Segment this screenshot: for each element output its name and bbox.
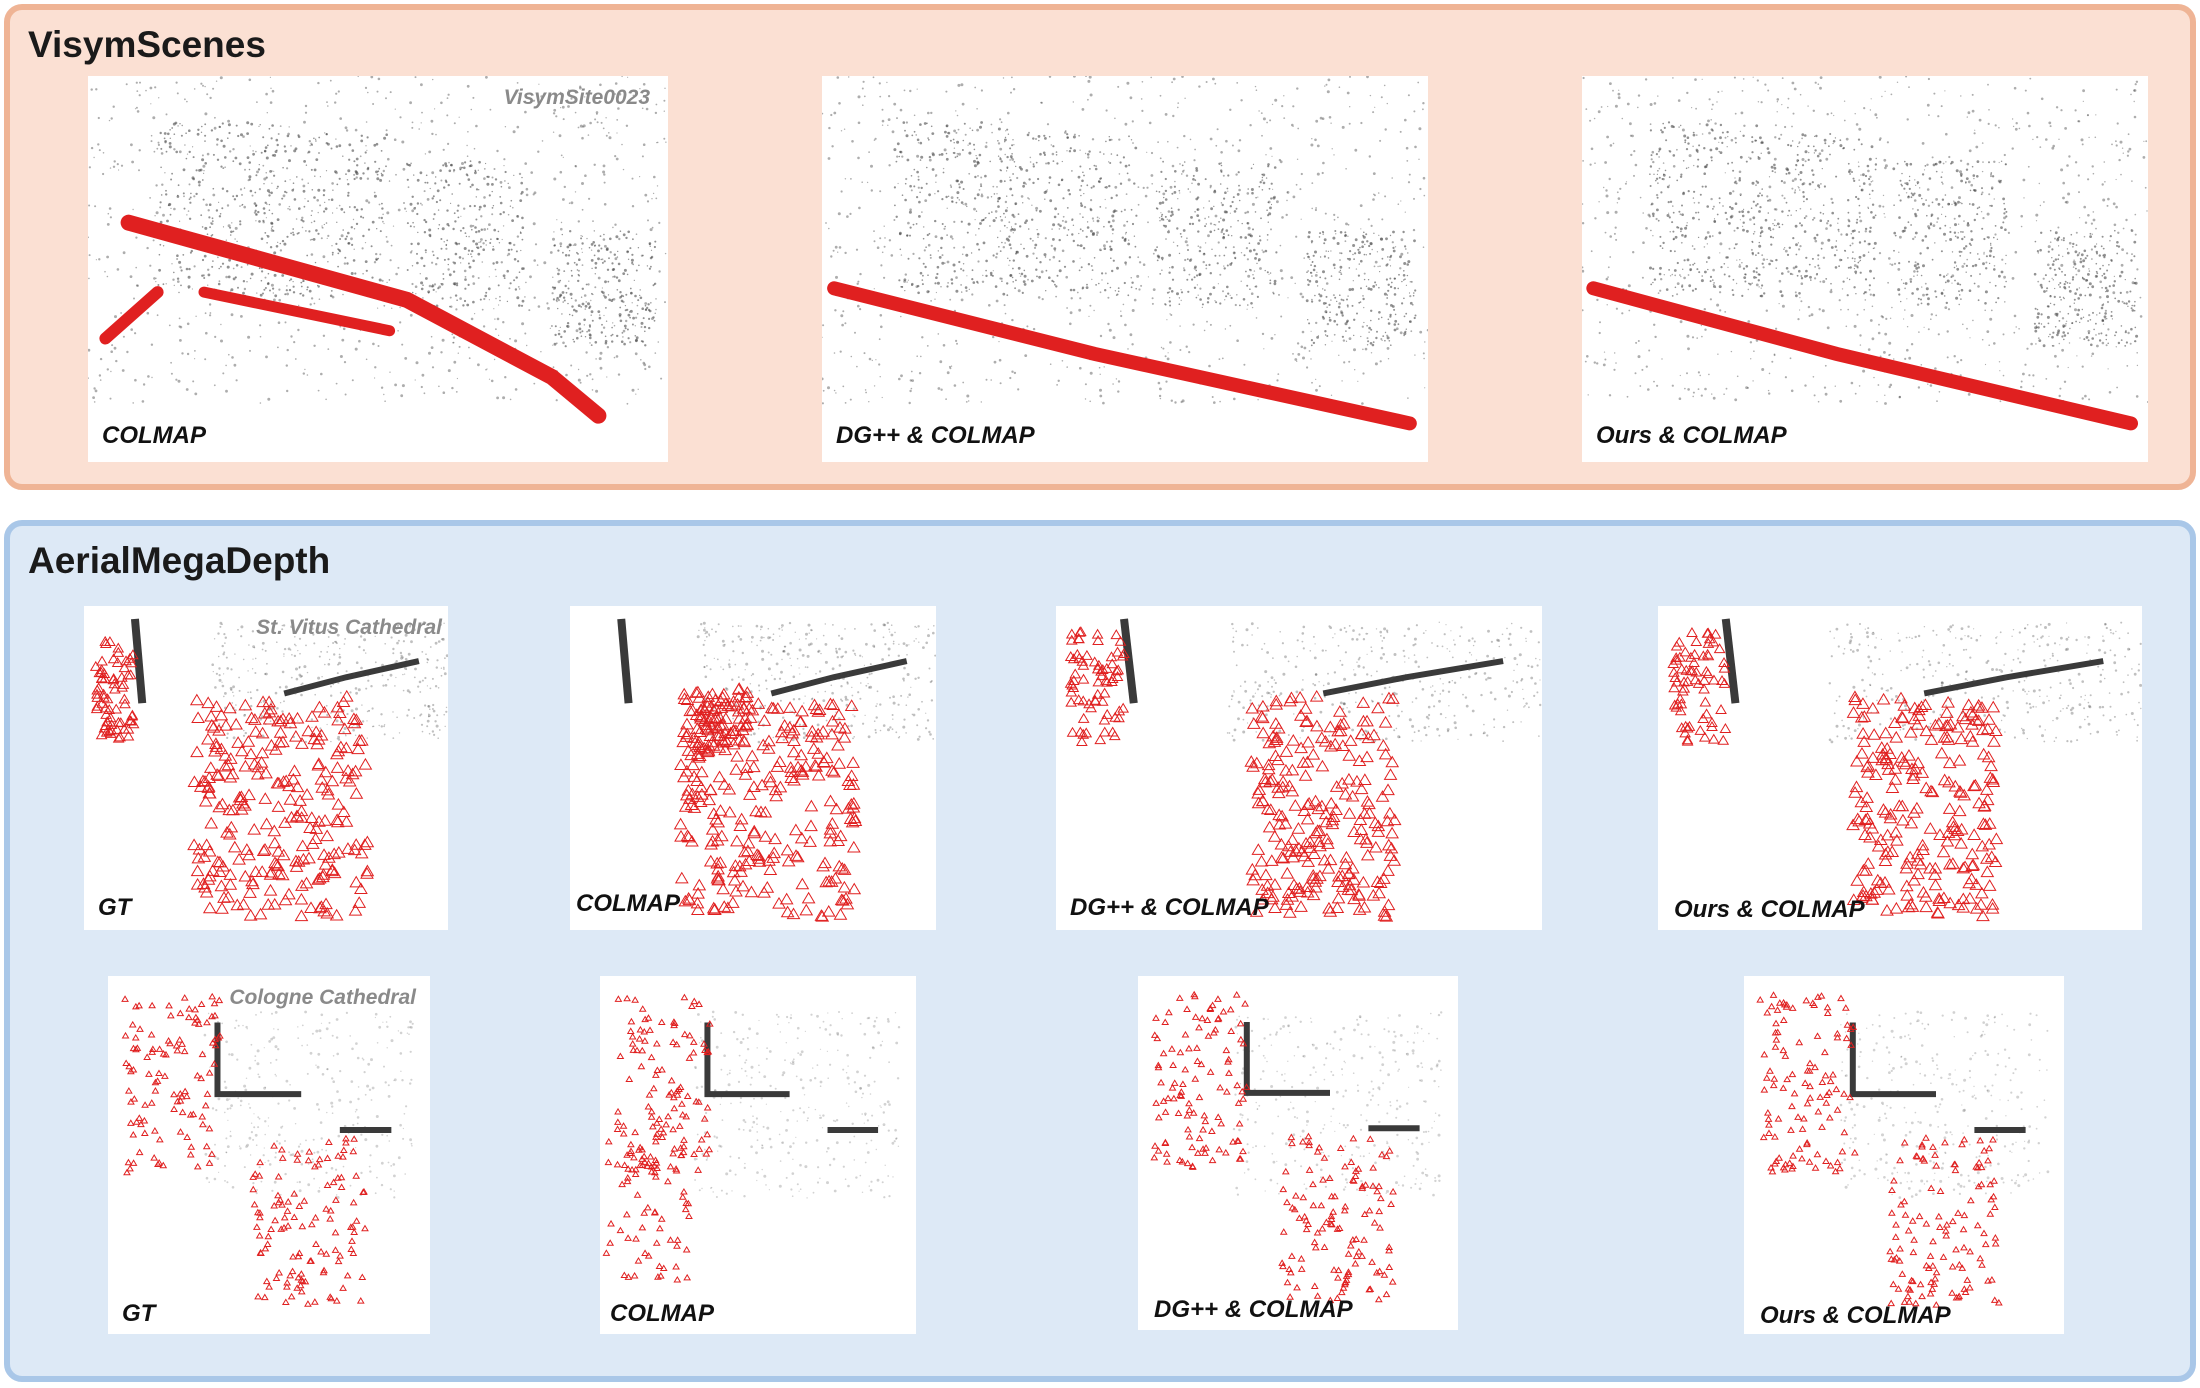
vitus-scene-label: St. Vitus Cathedral — [256, 616, 442, 639]
visym-panel-ours: Ours & COLMAP — [1582, 76, 2148, 462]
aerial-section: AerialMegaDepth St. Vitus Cathedral GT C… — [4, 520, 2196, 1382]
cologne-panel-dg: DG++ & COLMAP — [1138, 976, 1458, 1330]
point-cloud — [617, 618, 936, 744]
vitus-panel-ours: Ours & COLMAP — [1658, 606, 2142, 930]
camera-poses — [121, 992, 369, 1307]
cologne-panel-gt: Cologne Cathedral GT — [108, 976, 430, 1334]
vitus-panel-dg: DG++ & COLMAP — [1056, 606, 1542, 930]
point-cloud — [203, 1010, 414, 1199]
cologne-panel-colmap: COLMAP — [600, 976, 916, 1334]
cologne-reconstruction-dg — [1150, 990, 1443, 1304]
visym-reconstruction-dg — [822, 76, 1428, 431]
visym-method-label: COLMAP — [102, 422, 206, 449]
camera-poses — [1667, 627, 2004, 922]
point-cloud — [822, 76, 1428, 405]
visym-scene-label: VisymSite0023 — [503, 86, 650, 109]
camera-trajectory — [99, 214, 607, 424]
camera-poses — [1150, 990, 1397, 1304]
cologne-method-label: Ours & COLMAP — [1760, 1302, 1951, 1329]
visym-method-label: Ours & COLMAP — [1596, 422, 1787, 449]
aerial-title: AerialMegaDepth — [28, 540, 331, 581]
visym-title: VisymScenes — [28, 24, 266, 65]
vitus-reconstruction-ours — [1667, 618, 2142, 922]
vitus-reconstruction-gt — [89, 618, 448, 922]
camera-poses — [1064, 626, 1402, 922]
cologne-reconstruction-gt — [121, 992, 414, 1307]
point-cloud — [1120, 618, 1542, 743]
cologne-method-label: GT — [122, 1300, 156, 1327]
camera-poses — [602, 993, 714, 1283]
point-cloud — [1582, 76, 2148, 405]
vitus-method-label: GT — [98, 894, 132, 921]
camera-poses — [89, 635, 375, 922]
visym-section: VisymScenes VisymSite0023 COLMAP DG++ & … — [4, 4, 2196, 490]
visym-panel-dg: DG++ & COLMAP — [822, 76, 1428, 462]
visym-reconstruction-colmap — [88, 76, 667, 424]
vitus-method-label: Ours & COLMAP — [1674, 896, 1865, 923]
camera-trajectory — [1586, 281, 2139, 431]
camera-trajectory — [827, 281, 1417, 431]
vitus-method-label: DG++ & COLMAP — [1070, 894, 1269, 921]
visym-method-label: DG++ & COLMAP — [836, 422, 1035, 449]
visym-reconstruction-ours — [1582, 76, 2148, 431]
cologne-method-label: DG++ & COLMAP — [1154, 1296, 1353, 1323]
camera-poses — [1756, 991, 2003, 1308]
visym-panel-colmap: VisymSite0023 COLMAP — [88, 76, 668, 462]
cologne-method-label: COLMAP — [610, 1300, 714, 1327]
vitus-panel-gt: St. Vitus Cathedral GT — [84, 606, 448, 930]
vitus-panel-colmap: COLMAP — [570, 606, 936, 930]
point-cloud — [1232, 1011, 1443, 1197]
point-cloud — [693, 1010, 901, 1199]
cologne-reconstruction-colmap — [602, 993, 901, 1283]
cologne-panel-ours: Ours & COLMAP — [1744, 976, 2064, 1334]
point-cloud — [1839, 1010, 2050, 1199]
point-cloud — [1721, 618, 2142, 744]
camera-poses — [673, 682, 863, 922]
vitus-reconstruction-colmap — [617, 618, 936, 922]
point-cloud — [88, 76, 667, 405]
vitus-method-label: COLMAP — [576, 890, 680, 917]
cologne-scene-label: Cologne Cathedral — [229, 986, 416, 1009]
vitus-reconstruction-dg — [1064, 618, 1542, 922]
point-cloud — [130, 618, 448, 744]
cologne-reconstruction-ours — [1756, 991, 2050, 1308]
